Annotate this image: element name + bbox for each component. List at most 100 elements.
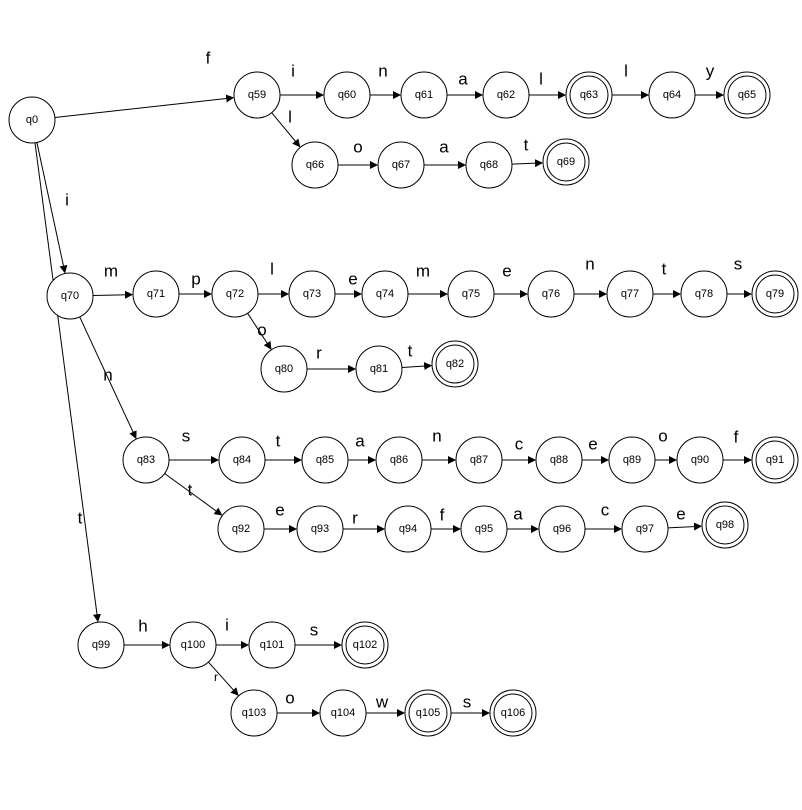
- transition-label-q77-q78: t: [662, 260, 667, 279]
- state-circle: [169, 621, 217, 669]
- state-circle: [465, 141, 513, 189]
- transition-arrow-q72-q80: [247, 313, 272, 350]
- state-q101: q101: [248, 621, 296, 669]
- transition-label-q87-q88: c: [515, 435, 524, 454]
- transition-label-q59-q60: i: [291, 62, 295, 81]
- state-q60: q60: [323, 71, 371, 119]
- state-circle: [323, 71, 371, 119]
- transition-label-q75-q76: e: [502, 262, 511, 281]
- transition-label-q96-q97: c: [601, 501, 610, 520]
- transition-arrow-q70-q71: [92, 290, 133, 299]
- state-q64: q64: [648, 71, 696, 119]
- state-q102: q102: [341, 621, 389, 669]
- state-q72: q72: [211, 270, 259, 318]
- state-circle: [301, 436, 349, 484]
- state-circle: [680, 270, 728, 318]
- state-label: q66: [306, 159, 324, 171]
- accepting-ring: [435, 344, 475, 384]
- state-circle: [217, 505, 265, 553]
- state-label: q72: [226, 288, 244, 300]
- state-label: q84: [233, 454, 251, 466]
- transition-label-q72-q80: o: [257, 321, 266, 340]
- state-label: q71: [147, 288, 165, 300]
- state-circle: [535, 436, 583, 484]
- state-q100: q100: [169, 621, 217, 669]
- state-circle: [400, 71, 448, 119]
- transition-label-q67-q68: a: [439, 138, 449, 157]
- transition-label-q81-q82: t: [408, 342, 413, 361]
- accepting-ring: [569, 75, 609, 115]
- transition-label-q89-q90: o: [658, 427, 667, 446]
- transitions-layer: [34, 91, 752, 717]
- state-circle: [291, 141, 339, 189]
- state-q79: q79: [751, 270, 799, 318]
- transition-label-q104-q105: w: [375, 693, 389, 712]
- state-q66: q66: [291, 141, 339, 189]
- state-circle: [8, 96, 56, 144]
- state-q97: q97: [621, 505, 669, 553]
- state-circle: [132, 270, 180, 318]
- state-circle: [296, 505, 344, 553]
- transition-label-q66-q67: o: [353, 138, 362, 157]
- state-circle: [606, 270, 654, 318]
- state-q89: q89: [608, 436, 656, 484]
- state-circle: [527, 270, 575, 318]
- state-q74: q74: [361, 270, 409, 318]
- state-q75: q75: [447, 270, 495, 318]
- state-circle: [288, 270, 336, 318]
- state-label: q61: [415, 89, 433, 101]
- transition-label-q95-q96: a: [513, 505, 523, 524]
- state-label: q0: [26, 114, 38, 126]
- state-circle: [751, 436, 799, 484]
- transition-label-q80-q81: r: [316, 344, 322, 363]
- state-label: q65: [738, 89, 756, 101]
- state-q77: q77: [606, 270, 654, 318]
- state-q91: q91: [751, 436, 799, 484]
- transition-label-q61-q62: a: [458, 70, 468, 89]
- state-label: q77: [621, 288, 639, 300]
- state-circle: [233, 71, 281, 119]
- state-label: q94: [399, 523, 417, 535]
- transition-label-q101-q102: s: [310, 621, 319, 640]
- state-q70: q70: [46, 272, 94, 320]
- state-q68: q68: [465, 141, 513, 189]
- state-label: q97: [636, 523, 654, 535]
- state-circle: [489, 689, 537, 737]
- state-q88: q88: [535, 436, 583, 484]
- state-label: q90: [691, 454, 709, 466]
- state-circle: [608, 436, 656, 484]
- state-label: q68: [480, 159, 498, 171]
- state-circle: [355, 345, 403, 393]
- state-q67: q67: [377, 141, 425, 189]
- state-label: q93: [311, 523, 329, 535]
- state-circle: [701, 501, 749, 549]
- transition-label-q62-q63: l: [539, 70, 543, 89]
- state-label: q69: [557, 156, 575, 168]
- state-circle: [431, 340, 479, 388]
- state-label: q99: [92, 639, 110, 651]
- state-label: q86: [390, 454, 408, 466]
- state-q104: q104: [319, 689, 367, 737]
- state-q63: q63: [565, 71, 613, 119]
- transition-label-q60-q61: n: [378, 62, 387, 81]
- state-q85: q85: [301, 436, 349, 484]
- accepting-ring: [727, 75, 767, 115]
- state-circle: [361, 270, 409, 318]
- state-q84: q84: [218, 436, 266, 484]
- state-q62: q62: [482, 71, 530, 119]
- accepting-ring: [408, 693, 448, 733]
- transition-label-q100-q101: i: [225, 616, 229, 635]
- transition-label-q83-q92: t: [188, 481, 193, 500]
- state-circle: [384, 505, 432, 553]
- state-circle: [341, 621, 389, 669]
- state-label: q63: [580, 89, 598, 101]
- state-q93: q93: [296, 505, 344, 553]
- state-q103: q103: [230, 689, 278, 737]
- accepting-ring: [493, 693, 533, 733]
- state-label: q104: [331, 707, 355, 719]
- state-label: q76: [542, 288, 560, 300]
- transition-label-q86-q87: n: [432, 427, 441, 446]
- state-label: q83: [137, 454, 155, 466]
- state-label: q74: [376, 288, 394, 300]
- accepting-ring: [755, 274, 795, 314]
